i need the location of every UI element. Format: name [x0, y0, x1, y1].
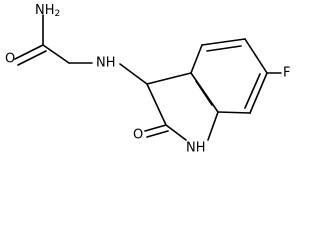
- chemical-structure: NH2 O NH F O NH: [5, 3, 290, 156]
- atom-labels: NH2 O NH F O NH: [5, 3, 290, 156]
- bond-lines: [14, 14, 282, 141]
- amine-nh-label: NH: [96, 56, 116, 71]
- amide-nh2-main: NH: [35, 3, 55, 18]
- amide-nh2-subscript: 2: [55, 9, 61, 19]
- lactam-oxygen-label: O: [133, 128, 143, 143]
- bond-c6-to-c7-double: [249, 72, 268, 114]
- bond-c2-to-n1: [165, 124, 187, 141]
- bond-lactam-carbonyl-double-a: [144, 124, 167, 132]
- bond-c3-to-c2: [146, 83, 167, 126]
- bond-n1-to-c7a: [207, 111, 219, 141]
- amide-nh2-label: NH2: [35, 3, 60, 19]
- amide-oxygen-label: O: [5, 52, 15, 67]
- bond-amide-carbonyl-double-a: [14, 44, 44, 60]
- bond-c3-to-c3a: [146, 72, 192, 85]
- bond-c7a-to-c3a-aromatic-inner: [195, 80, 213, 106]
- bond-amide-carbonyl-double-b: [17, 50, 47, 66]
- bond-c7-to-c7a: [217, 111, 251, 114]
- bond-lactam-carbonyl-double-b: [146, 130, 169, 138]
- bond-c6-to-c7-inner: [244, 73, 261, 109]
- bond-c3a-to-c4: [190, 44, 203, 74]
- bond-c4-to-c5-double: [201, 38, 246, 46]
- bond-carbonyl-to-ch2: [42, 44, 70, 64]
- bond-c5-to-c6: [244, 38, 268, 74]
- lactam-nh-label: NH: [186, 141, 206, 156]
- bond-nh-to-c3: [119, 63, 148, 85]
- fluorine-label: F: [283, 66, 290, 81]
- bond-c4-to-c5-inner: [206, 45, 242, 52]
